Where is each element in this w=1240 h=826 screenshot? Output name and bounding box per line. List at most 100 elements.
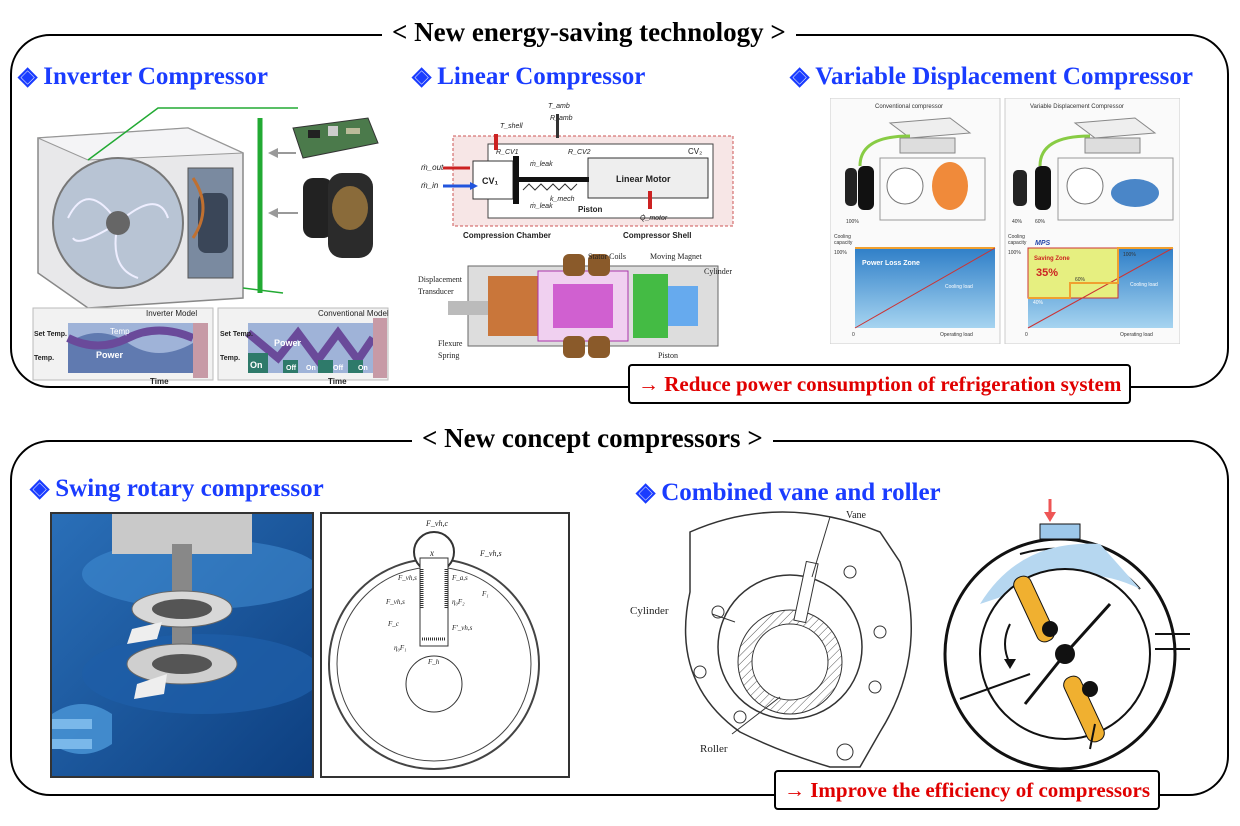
f-vh-c-label: F_vh,c <box>425 519 448 528</box>
compression-chamber-label: Compression Chamber <box>463 231 551 240</box>
f-a-s-label: F_a,s <box>451 574 468 582</box>
variable-displacement-label: Variable Displacement Compressor <box>815 63 1193 90</box>
combined-vane-heading: ◈Combined vane and roller <box>636 478 941 508</box>
pct-100-label: 100% <box>846 219 859 225</box>
inverter-model-label: Inverter Model <box>146 309 197 318</box>
vane-roller-cylinder-drawing: Vane Cylinder Roller <box>630 502 930 774</box>
capacity-label-2: capacity <box>1008 240 1027 246</box>
displacement-label: Displacement <box>418 275 463 284</box>
f-1-label: F₁ <box>481 590 489 598</box>
off-label: Off <box>286 365 297 372</box>
improve-efficiency-result: → Improve the efficiency of compressors <box>774 770 1161 810</box>
conventional-model-label: Conventional Model <box>318 309 389 318</box>
swing-rotary-schematic: F_vh,c F_vh,s x F_vh,s F_a,s F_vh,s η₀F₂… <box>320 512 570 778</box>
t-amb-label: T_amb <box>548 103 570 110</box>
vane-roller-color-drawing <box>940 494 1190 778</box>
linear-compressor-diagram: Linear Motor CV₁ CV₂ T_amb R_amb T_shell… <box>418 96 740 366</box>
vane-label: Vane <box>846 510 867 521</box>
f-h-label: F_h <box>427 658 440 666</box>
m-in-label: ṁ_in <box>421 181 439 190</box>
f-vh-s-label: F_vh,s <box>479 549 502 558</box>
cylinder-label: Cylinder <box>704 267 732 276</box>
pct-100-right-label: 100% <box>1123 252 1136 258</box>
moving-magnet-label: Moving Magnet <box>650 252 703 261</box>
set-temp-label-2: Set Temp. <box>220 331 253 338</box>
diamond-icon: ◈ <box>790 63 810 90</box>
inverter-compressor-illustration: Inverter Model Set Temp. Temp. Temp Powe… <box>28 98 398 390</box>
mps-label: MPS <box>1035 240 1051 247</box>
power-label: Power <box>96 350 124 360</box>
mu-f2-label: η₀F₂ <box>452 598 465 606</box>
pct-60-label: 60% <box>1035 219 1046 225</box>
on-label-3: On <box>358 365 368 372</box>
cylinder-label-bottom: Cylinder <box>630 605 669 617</box>
x-label: x <box>429 548 434 558</box>
r-cv1-label: R_CV1 <box>496 149 519 156</box>
on-label: On <box>250 360 263 370</box>
off-label-2: Off <box>333 365 344 372</box>
swing-rotary-label: Swing rotary compressor <box>55 475 324 502</box>
swing-rotary-photo <box>50 512 314 778</box>
temp-label: Temp <box>110 327 130 336</box>
zero-label-2: 0 <box>1025 332 1028 338</box>
inverter-compressor-label: Inverter Compressor <box>43 63 268 90</box>
set-temp-label: Set Temp. <box>34 331 67 338</box>
f-prime-vh-label: F'_vh,s <box>451 624 473 632</box>
cooling-label-2: Cooling <box>1008 234 1025 240</box>
piston-label: Piston <box>578 205 603 214</box>
pct-100-axis-label: 100% <box>834 250 847 256</box>
linear-motor-label: Linear Motor <box>616 174 671 184</box>
spring-label: Spring <box>438 351 459 360</box>
f-vh-s-left-label: F_vh,s <box>397 574 417 582</box>
linear-compressor-heading: ◈Linear Compressor <box>412 62 645 92</box>
stator-coils-label: Stator Coils <box>588 252 626 261</box>
t-shell-label: T_shell <box>500 123 523 130</box>
reduce-power-result: → Reduce power consumption of refrigerat… <box>628 364 1132 404</box>
zero-label: 0 <box>852 332 855 338</box>
diamond-icon: ◈ <box>412 63 432 90</box>
on-label-2: On <box>306 365 316 372</box>
combined-vane-label: Combined vane and roller <box>661 479 941 506</box>
temp-axis-label: Temp. <box>34 355 54 362</box>
transducer-label: Transducer <box>418 287 454 296</box>
conventional-compressor-label: Conventional compressor <box>875 104 943 110</box>
k-mech-label: k_mech <box>550 196 575 203</box>
diamond-icon: ◈ <box>30 475 50 502</box>
variable-displacement-diagram: Conventional compressor Variable Displac… <box>830 98 1180 344</box>
roller-label: Roller <box>700 743 728 755</box>
cooling-label: Cooling <box>834 234 851 240</box>
power-loss-zone-label: Power Loss Zone <box>862 260 920 267</box>
temp-axis-label-2: Temp. <box>220 355 240 362</box>
piston-lower-label: Piston <box>658 351 678 360</box>
m-leak-label-2: ṁ_leak <box>530 203 553 210</box>
variable-displacement-heading: ◈Variable Displacement Compressor <box>790 62 1193 92</box>
r-amb-label: R_amb <box>550 115 573 122</box>
swing-rotary-heading: ◈Swing rotary compressor <box>30 474 324 504</box>
power-label-2: Power <box>274 338 302 348</box>
diamond-icon: ◈ <box>18 63 38 90</box>
linear-compressor-label: Linear Compressor <box>437 63 646 90</box>
pct-35-label: 35% <box>1036 267 1058 279</box>
f-c-label: F_c <box>387 620 400 628</box>
time-label-2: Time <box>328 377 347 386</box>
r-cv2-label: R_CV2 <box>568 149 591 156</box>
time-label: Time <box>150 377 169 386</box>
pct-40-label: 40% <box>1012 219 1023 225</box>
m-leak-label: ṁ_leak <box>530 161 553 168</box>
q-motor-label: Q̇_motor <box>640 214 668 222</box>
cooling-load-label-2: Cooling load <box>1130 282 1158 288</box>
m-out-label: ṁ_out <box>421 163 444 172</box>
new-concept-title: < New concept compressors > <box>412 422 773 454</box>
cooling-load-label: Cooling load <box>945 284 973 290</box>
mu-f1-label: η₀F₁ <box>394 644 407 652</box>
vdc-caption: Variable Displacement Compressor <box>1030 104 1124 110</box>
flexure-label: Flexure <box>438 339 463 348</box>
operating-load-label: Operating load <box>940 332 973 338</box>
capacity-label: capacity <box>834 240 853 246</box>
saving-zone-label: Saving Zone <box>1034 256 1070 262</box>
energy-saving-title: < New energy-saving technology > <box>382 16 796 48</box>
diamond-icon: ◈ <box>636 479 656 506</box>
pct-40-right-label: 40% <box>1033 300 1044 306</box>
f-vh-s-mid-label: F_vh,s <box>385 598 405 606</box>
cv2-label: CV₂ <box>688 147 702 156</box>
